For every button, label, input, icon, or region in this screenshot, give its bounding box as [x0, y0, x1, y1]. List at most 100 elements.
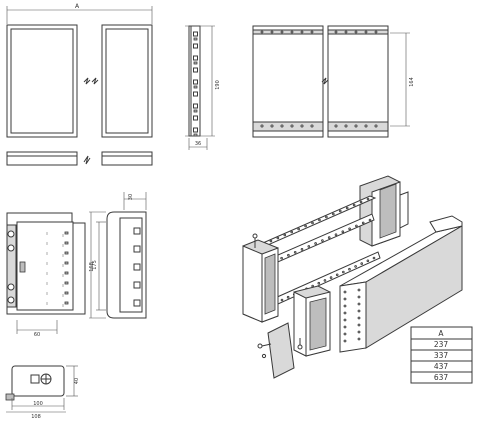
screw-hole-icon: [7, 296, 15, 304]
hole-icon: [280, 256, 283, 260]
hole-icon: [293, 250, 297, 254]
hole-icon: [270, 30, 274, 34]
dim-label-164: 164: [409, 77, 415, 87]
hole-icon: [280, 30, 284, 34]
dim-label-175: 175: [92, 260, 98, 270]
hole-icon: [290, 230, 294, 234]
bottom-strip-view: [6, 151, 153, 166]
hole-icon: [310, 124, 314, 128]
square-hole-icon: [193, 43, 198, 49]
hole-icon: [314, 242, 317, 245]
profile-holes: [193, 31, 198, 137]
hole-icon: [338, 209, 342, 213]
cover-holes: [343, 288, 361, 343]
hole-icon: [276, 236, 280, 240]
side-profile-view: 190 36: [185, 25, 221, 150]
hole-icon: [354, 124, 358, 128]
hole-icon: [310, 30, 314, 34]
square-hole-icon: [193, 79, 198, 85]
hole-icon: [269, 239, 273, 243]
hole-icon: [260, 124, 264, 128]
dim-label-60: 60: [34, 332, 40, 338]
hole-icon: [280, 124, 284, 128]
hole-icon: [280, 298, 284, 302]
slot-icon: [133, 281, 141, 289]
hole-icon: [323, 279, 327, 282]
slot-mark: [64, 301, 69, 305]
table-row: [410, 371, 473, 384]
hole-icon: [352, 203, 356, 207]
hole-icon: [354, 30, 358, 34]
hole-icon: [290, 124, 294, 128]
hole-icon: [359, 200, 363, 204]
hole-icon: [300, 30, 304, 34]
hole-icon: [364, 124, 368, 128]
square-hole-icon: [193, 31, 198, 37]
dim-label-190: 190: [215, 80, 221, 90]
hole-icon: [357, 337, 361, 341]
hole-icon: [332, 212, 335, 216]
hole-icon: [342, 270, 345, 274]
screw-hole-icon: [7, 244, 15, 252]
hole-icon: [321, 239, 324, 242]
screw-hole-icon: [7, 283, 15, 291]
table-header: A: [438, 329, 444, 338]
slot-icon: [133, 299, 141, 307]
hole-icon: [297, 227, 300, 231]
hole-icon: [343, 297, 347, 301]
break-symbol: [83, 77, 91, 85]
slot-mark: [64, 281, 69, 285]
hole-icon: [335, 273, 339, 277]
square-hole-icon: [193, 127, 198, 133]
hole-icon: [355, 224, 358, 228]
end-plate-front-view: 30 175 168: [89, 192, 147, 319]
end-plate-side-view: 60: [6, 212, 86, 338]
hole-icon: [343, 332, 347, 336]
hole-icon: [343, 304, 347, 308]
screw-icon: [257, 343, 263, 349]
hole-icon: [344, 30, 348, 34]
hole-icon: [360, 262, 364, 265]
hole-icon: [304, 224, 307, 228]
end-plate-slots: [133, 227, 141, 307]
hole-icon: [341, 230, 345, 234]
hole-icon: [366, 259, 370, 263]
slot-icon: [133, 245, 141, 253]
hole-icon: [318, 218, 321, 222]
hole-icon: [290, 30, 294, 34]
hole-icon: [270, 124, 274, 128]
hole-icon: [357, 330, 361, 334]
hole-icon: [364, 30, 368, 34]
slot-mark: [64, 231, 69, 235]
dim-label-168: 168: [89, 262, 95, 272]
hole-icon: [317, 281, 321, 285]
hole-icon: [348, 267, 351, 271]
hole-icon: [334, 233, 338, 236]
hole-icon: [343, 318, 347, 322]
square-hole-icon: [193, 91, 198, 97]
slot-mark: [193, 109, 198, 113]
hole-icon: [283, 233, 287, 237]
square-hole-icon: [30, 374, 40, 384]
hole-icon: [343, 311, 347, 315]
table-cell: 437: [434, 362, 449, 371]
hole-icon: [366, 197, 370, 201]
hole-icon: [329, 276, 333, 279]
screw-hole-icon: [7, 230, 15, 238]
slot-mark: [64, 241, 69, 245]
table-cell: 637: [434, 373, 449, 382]
hole-icon: [372, 256, 376, 260]
square-hole-icon: [193, 103, 198, 109]
hole-icon: [334, 30, 338, 34]
slot-mark: [193, 85, 198, 89]
dim-label-30: 30: [128, 194, 134, 200]
slot-mark: [64, 271, 69, 275]
rear-panel-view: 164: [252, 25, 415, 138]
hole-icon: [300, 124, 304, 128]
hole-icon: [286, 295, 290, 299]
top-view: 40 100 108: [5, 365, 80, 420]
hole-icon: [343, 290, 347, 294]
hole-icon: [368, 218, 372, 222]
